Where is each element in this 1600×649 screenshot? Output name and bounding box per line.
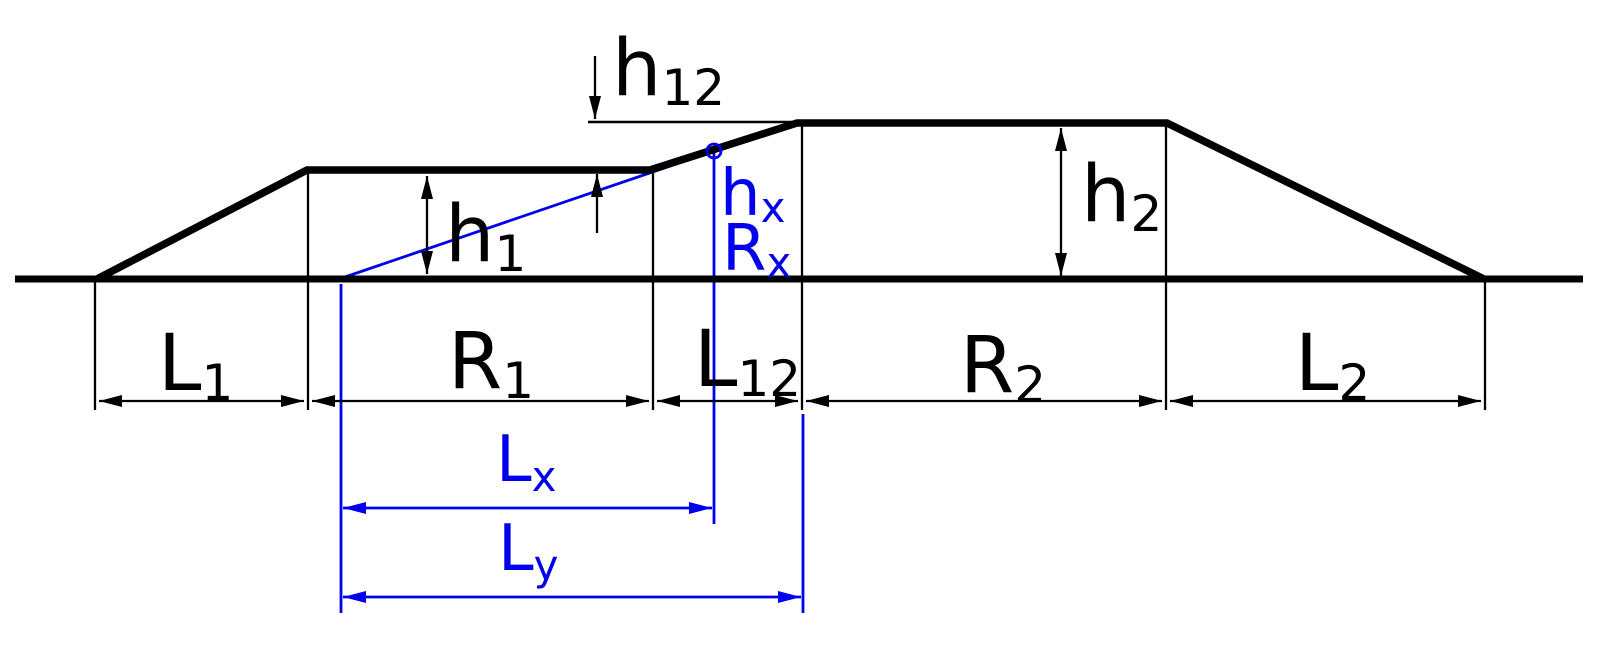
label-h2: h2 <box>1081 150 1162 243</box>
height-arrows <box>421 56 1067 276</box>
label-ly: Ly <box>498 512 559 590</box>
label-h12: h12 <box>612 24 725 117</box>
label-l2: L2 <box>1295 319 1370 412</box>
label-r1: R1 <box>448 317 534 410</box>
black-labels: h12 h1 h2 L1 R1 L12 R2 L2 <box>158 24 1370 414</box>
label-l12: L12 <box>694 315 801 408</box>
label-rx: Rx <box>722 212 791 287</box>
label-h1: h1 <box>445 190 526 283</box>
label-lx: Lx <box>496 423 557 501</box>
embankment-profile <box>95 119 1486 283</box>
blue-labels: hx Rx Lx Ly <box>496 157 791 590</box>
label-r2: R2 <box>960 321 1046 414</box>
sample-point-circle <box>705 142 723 160</box>
profile-outline <box>15 119 1583 283</box>
label-l1: L1 <box>158 319 233 412</box>
label-hx: hx <box>720 157 785 232</box>
extension-lines <box>93 124 1487 410</box>
